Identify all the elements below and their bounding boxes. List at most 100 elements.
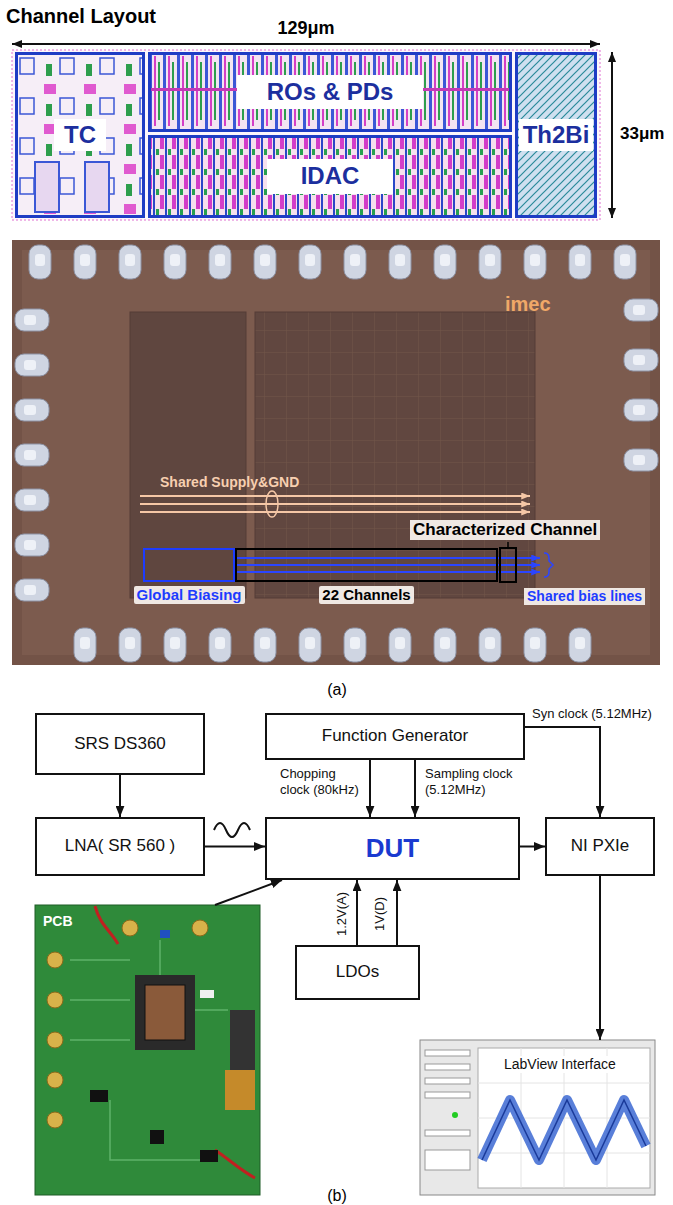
bond-pads-part (389, 628, 411, 662)
bond-pads-part (209, 245, 231, 279)
bond-pads-part (614, 245, 636, 279)
layout-drawing-part (15, 52, 145, 218)
dimension-arrows-part (12, 43, 600, 45)
layout-drawing-part (35, 162, 59, 212)
supply-lines-part (140, 511, 530, 513)
pcb-photo-part (160, 930, 170, 938)
dimension-arrows (12, 44, 612, 218)
bond-pads-part (299, 245, 321, 279)
sine-symbol (214, 823, 250, 837)
node-text: PCB (43, 913, 73, 930)
bond-pads-part (569, 245, 591, 279)
bond-pads-part (15, 399, 49, 421)
edge-label-holder: Syn clock (5.12MHz) (530, 706, 654, 722)
labview-screenshot-part (482, 1100, 646, 1160)
die-photo (12, 240, 660, 665)
labview-screenshot-part (425, 1050, 470, 1056)
node-text: IDAC (267, 159, 394, 194)
signal-arrow (369, 760, 371, 817)
signal-arrow (599, 876, 601, 1040)
signal-arrow (119, 775, 121, 817)
bond-pads-part (15, 354, 49, 376)
die-block: 22 Channels (235, 548, 498, 582)
pcb-photo-part (230, 1010, 255, 1070)
layout-block: ROs & PDs (148, 52, 512, 132)
bond-pads-part (479, 628, 501, 662)
pcb-photo-part (47, 992, 63, 1008)
die-photo-part (22, 250, 650, 655)
labview-screenshot-part (420, 1040, 655, 1195)
bond-pads-part (434, 245, 456, 279)
die-block: Global Biasing (143, 548, 235, 582)
label-holder: imec (505, 292, 551, 316)
layout-block: IDAC (148, 135, 512, 218)
pcb-photo-part (215, 1150, 255, 1178)
node-text: LDOs (336, 962, 379, 982)
pcb-photo-part (192, 920, 208, 936)
bond-pads-part (389, 245, 411, 279)
bond-pads-part (164, 245, 186, 279)
label-holder: (a) (307, 680, 367, 699)
dut-box: DUT (265, 817, 520, 880)
label-holder: 129μm (256, 18, 356, 40)
bond-pads-part (15, 534, 49, 556)
bond-pads-part (15, 444, 49, 466)
layout-drawing-part (12, 50, 600, 220)
signal-arrow (215, 880, 282, 905)
node-text: TC (54, 119, 106, 152)
labview-screenshot-part (425, 1078, 470, 1084)
supply-lines-part (140, 503, 530, 505)
supply-lines (140, 491, 530, 517)
labview-screenshot-part (425, 1064, 470, 1070)
figure-heading: Channel Layout (6, 4, 156, 28)
pcb-photo-part (47, 952, 63, 968)
layout-drawing-part (85, 162, 109, 212)
pcb-photo-part (225, 1070, 255, 1110)
label-holder: Shared Supply&GND (160, 474, 299, 491)
pcb-photo: PCB (35, 905, 260, 1195)
bond-pads-part (74, 245, 96, 279)
instrument-box: NI PXIe (545, 817, 655, 876)
labview-screenshot-part (425, 1130, 470, 1136)
bond-pads-part (209, 628, 231, 662)
pcb-photo-part (70, 940, 228, 1160)
signal-name: Shared bias lines (524, 588, 645, 605)
logo: imec (505, 292, 551, 316)
bond-pads-part (15, 309, 49, 331)
signal-label: 1.2V(A) (334, 890, 350, 938)
labview-screenshot-part (425, 1092, 470, 1098)
labview-screenshot (420, 1040, 655, 1195)
bond-pads-part (29, 245, 51, 279)
layout-block: Th2Bi (515, 52, 597, 218)
layout-drawing-part (148, 52, 512, 132)
software-screenshot: LabView Interface (420, 1040, 655, 1195)
labview-screenshot-part (478, 1048, 650, 1188)
pcb-photo-part (95, 906, 118, 944)
instrument-box: SRS DS360 (35, 713, 205, 775)
layout-drawing (12, 50, 600, 220)
node-text: SRS DS360 (74, 734, 166, 754)
signal-arrow (414, 760, 416, 817)
bias-lines-part (544, 553, 553, 577)
panel-label: (a) (307, 680, 367, 699)
signal-arrow (205, 846, 265, 848)
node-text: LNA( SR 560 ) (65, 836, 176, 856)
node-text: Global Biasing (134, 586, 245, 604)
characterized-channel-box-part (500, 548, 516, 582)
edge-label-holder: Sampling clock (5.12MHz) (423, 766, 515, 797)
labview-screenshot-part (482, 1100, 646, 1160)
pcb-photo-part (47, 1112, 63, 1128)
edge-label-holder: Chopping clock (80kHz) (278, 766, 362, 797)
node-text: 22 Channels (319, 586, 413, 604)
labview-screenshot-part (425, 1150, 470, 1170)
node-text: LabView Interface (502, 1056, 618, 1073)
bond-pads (15, 245, 658, 662)
bias-lines-part (237, 564, 540, 566)
bond-pads-part (524, 245, 546, 279)
supply-lines-part (140, 495, 530, 497)
die-photo-part (12, 240, 660, 665)
bond-pads-part (299, 628, 321, 662)
bond-pads-part (624, 299, 658, 321)
pcb-photo (35, 905, 260, 1195)
